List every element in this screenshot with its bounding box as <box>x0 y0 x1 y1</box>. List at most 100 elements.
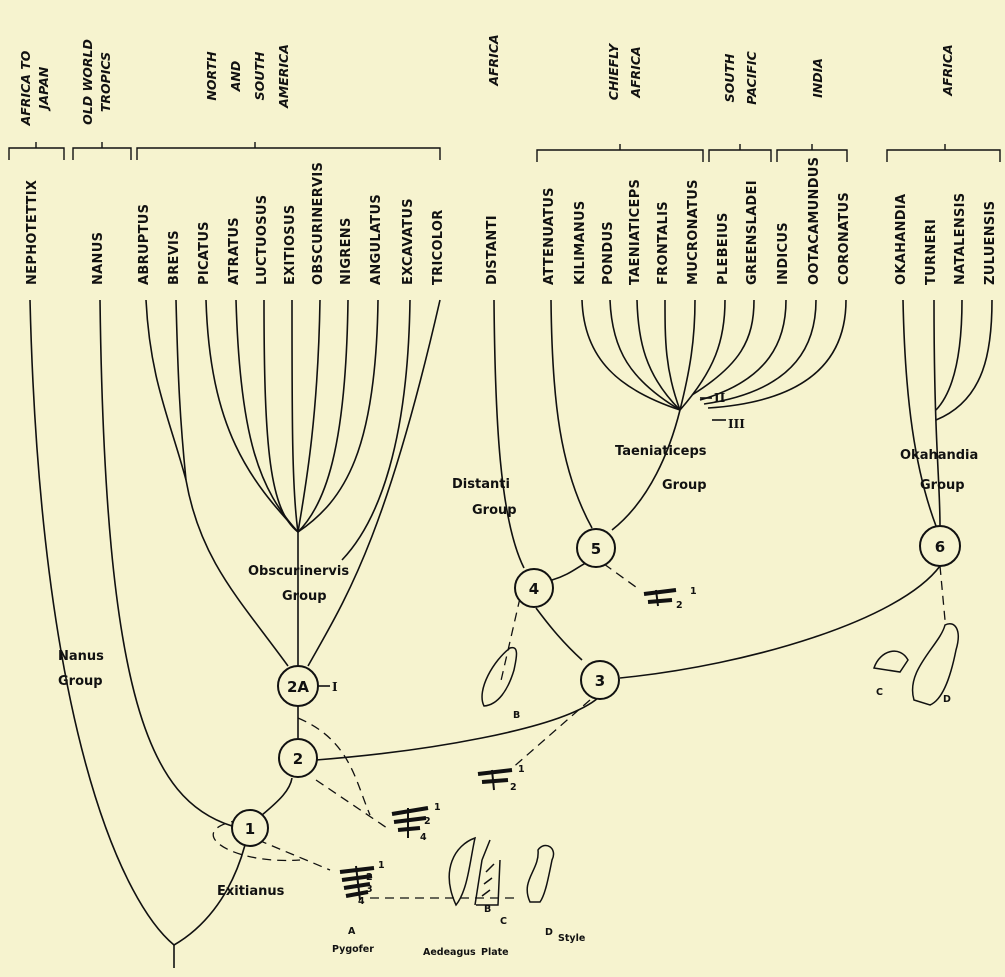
taeniaticeps-group-label: Taeniaticeps <box>615 444 707 459</box>
dash-2-curve <box>297 717 371 816</box>
marker-roman-ii: II <box>714 391 726 405</box>
branch-2a-right <box>307 299 441 667</box>
taeniaticeps-group-label: Group <box>662 478 707 493</box>
branch-ootacamundus <box>703 299 817 405</box>
taxon-label: KILIMANUS <box>573 200 588 285</box>
branch-2a-left <box>185 479 289 667</box>
bracket-old-world <box>72 142 132 160</box>
dash-1-curve <box>212 819 301 862</box>
branch-taeniaticeps <box>636 299 681 411</box>
plate-sketch-6 <box>873 650 909 673</box>
branch-nephotettix <box>29 299 175 946</box>
region-label: TROPICS <box>98 52 113 112</box>
svg-text:2: 2 <box>366 872 373 883</box>
taxon-labels: NEPHOTETTIX NANUS ABRUPTUS BREVIS PICATU… <box>25 157 998 285</box>
svg-text:1: 1 <box>518 764 525 775</box>
fig-label-a: A <box>348 926 356 937</box>
svg-text:1: 1 <box>434 802 441 813</box>
branch-greensladei <box>691 299 755 396</box>
node-3: 3 <box>580 660 620 700</box>
branch-exitiosus <box>291 299 299 533</box>
taxon-label: NIGRENS <box>339 217 354 285</box>
taxon-label: PICATUS <box>197 221 212 285</box>
taxon-label: ZULUENSIS <box>983 201 998 285</box>
branch-mucronatus <box>679 299 696 411</box>
taxon-label: PONDUS <box>601 221 616 285</box>
fig-label-b: B <box>484 904 491 915</box>
tree-branches <box>29 299 993 968</box>
dash-5-to-figure <box>603 563 641 591</box>
fig-label-b-4: B <box>513 710 520 721</box>
dash-2-to-figure <box>315 779 391 831</box>
svg-text:4: 4 <box>529 580 539 598</box>
svg-text:1: 1 <box>245 820 255 838</box>
region-label: AFRICA <box>628 46 643 98</box>
taxon-label: LUCTUOSUS <box>255 195 270 285</box>
node-5: 5 <box>576 528 616 568</box>
obscurinervis-group-label: Group <box>282 589 327 604</box>
svg-text:5: 5 <box>591 540 601 558</box>
obscurinervis-group-label: Obscurinervis <box>248 564 349 579</box>
branch-3-to-6 <box>619 565 941 679</box>
node-2a: 2A <box>277 665 319 707</box>
region-brackets <box>8 142 1001 162</box>
svg-text:2: 2 <box>510 782 517 793</box>
branch-abruptus <box>145 299 187 481</box>
taxon-label: TURNERI <box>924 219 939 285</box>
branch-kilimanus <box>581 299 681 411</box>
taxon-label: CORONATUS <box>837 192 852 285</box>
region-label: PACIFIC <box>744 50 759 104</box>
svg-text:1: 1 <box>378 860 385 871</box>
branch-luctuosus <box>263 299 299 533</box>
region-label: SOUTH <box>722 53 737 102</box>
branch-brevis <box>175 299 187 481</box>
okahandia-group-label: Okahandia <box>900 448 978 463</box>
taxon-label: ATRATUS <box>227 217 242 285</box>
node-6: 6 <box>919 525 961 567</box>
roman-markers: I II III <box>318 391 745 694</box>
branch-root-to-exitianus <box>173 844 246 946</box>
branch-6-to-turneri <box>933 299 941 527</box>
bracket-chiefly-africa <box>536 144 704 162</box>
fig-label-d-6: D <box>943 694 951 705</box>
branch-5-to-taeniaticeps <box>611 409 681 531</box>
dash-4-to-b <box>499 597 521 686</box>
fig-label-aedeagus: Aedeagus <box>423 947 476 958</box>
fig-label-plate: Plate <box>481 947 509 958</box>
dash-6-to-d <box>939 565 946 621</box>
branch-coronatus <box>707 299 847 409</box>
bracket-africa-right <box>886 144 1001 162</box>
region-label: INDIA <box>810 58 825 98</box>
branch-nigrens <box>297 299 349 533</box>
region-label: AFRICA TO <box>18 50 33 126</box>
branch-indicus <box>699 299 787 401</box>
branch-picatus <box>205 299 299 533</box>
branch-frontalis <box>664 299 681 411</box>
taxon-label: TRICOLOR <box>431 209 446 285</box>
svg-text:3: 3 <box>366 884 373 895</box>
fig-label-d: D <box>545 927 553 938</box>
region-label: OLD WORLD <box>80 39 95 125</box>
pygofer-sketch-main: 1 2 3 4 <box>339 860 385 907</box>
region-label: CHIEFLY <box>606 42 621 100</box>
taxon-label: TAENIATICEPS <box>628 179 643 285</box>
distanti-group-label: Group <box>472 503 517 518</box>
branch-excavatus <box>341 299 411 561</box>
taxon-label: NATALENSIS <box>953 193 968 285</box>
marker-roman-i: I <box>332 680 338 694</box>
exitianus-label: Exitianus <box>217 884 285 899</box>
taxon-label: OKAHANDIA <box>894 194 909 285</box>
branch-nanus <box>99 299 233 827</box>
fig-label-style: Style <box>558 933 585 944</box>
taxon-label: FRONTALIS <box>656 201 671 285</box>
nanus-group-label: Nanus <box>58 649 104 664</box>
svg-text:2: 2 <box>424 816 431 827</box>
taxon-label: NANUS <box>91 232 106 285</box>
branch-2-to-3 <box>315 697 599 761</box>
branch-natalensis <box>935 299 963 411</box>
node-2: 2 <box>278 738 318 778</box>
dash-3-to-figure <box>509 699 591 771</box>
bracket-india <box>776 144 848 162</box>
branch-plebeius <box>679 299 726 411</box>
